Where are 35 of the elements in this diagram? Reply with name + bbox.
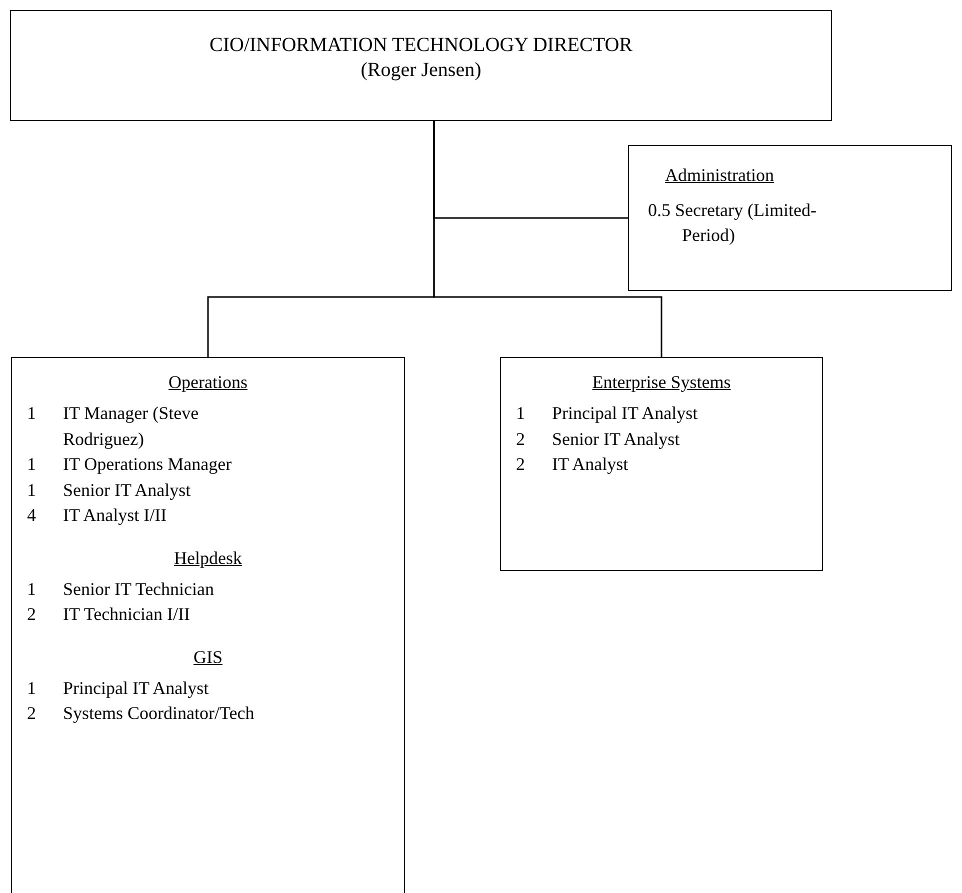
position-title: CIO/INFORMATION TECHNOLOGY DIRECTOR	[208, 33, 634, 58]
org-box	[628, 145, 952, 291]
count-number: 2	[516, 428, 526, 450]
position-title: Principal IT Analyst	[63, 676, 209, 700]
position-title: Principal IT Analyst	[552, 402, 698, 425]
person-name: (Roger Jensen)	[360, 58, 482, 83]
position-title: IT Analyst I/II	[63, 504, 167, 527]
count-number: 2	[516, 453, 526, 476]
count-number: 2	[27, 702, 37, 725]
section-heading: Helpdesk	[173, 548, 243, 568]
count-number: 1	[27, 676, 37, 700]
position-title: Senior IT Technician	[63, 578, 214, 600]
connector-line	[433, 121, 662, 357]
position-title: IT Analyst	[552, 453, 628, 476]
position-title: IT Manager (Steve Rodriguez)	[63, 402, 200, 451]
count-number: 1	[516, 402, 526, 425]
position-title: 0.5 Secretary (Limited-Period)	[648, 199, 818, 247]
count-number: 1	[27, 453, 37, 476]
position-title: Senior IT Analyst	[63, 478, 191, 502]
position-title: IT Operations Manager	[63, 453, 232, 476]
position-title: Systems Coordinator/Tech	[63, 702, 254, 725]
section-heading: Enterprise Systems	[591, 372, 732, 393]
org-box	[11, 357, 405, 893]
section-heading: Administration	[665, 165, 775, 186]
position-title: IT Technician I/II	[63, 603, 190, 626]
org-box	[10, 10, 832, 121]
position-title: Senior IT Analyst	[552, 428, 680, 451]
section-heading: GIS	[192, 646, 224, 668]
count-number: 1	[27, 478, 37, 502]
org-box	[500, 357, 823, 571]
count-number: 1	[27, 402, 37, 425]
count-number: 4	[27, 504, 37, 527]
count-number: 2	[27, 603, 37, 626]
count-number: 1	[27, 578, 37, 600]
section-heading: Operations	[168, 372, 248, 393]
